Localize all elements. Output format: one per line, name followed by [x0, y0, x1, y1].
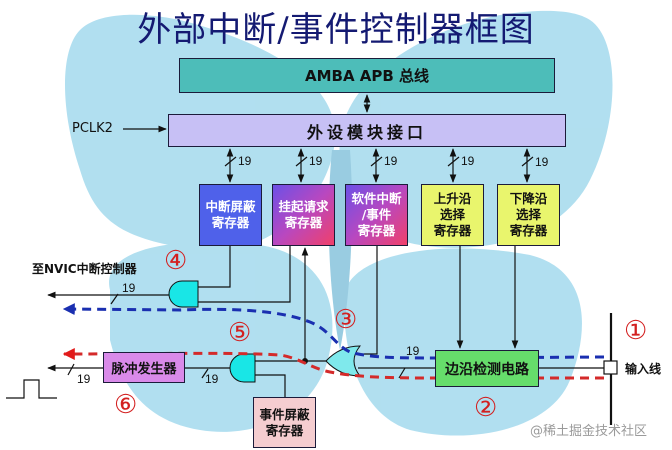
register-label: 寄存器	[357, 223, 396, 238]
interrupt-path	[62, 303, 605, 360]
marker-3: ③	[334, 305, 358, 335]
watermark: @稀土掘金技术社区	[530, 424, 648, 439]
register-label: 中断屏蔽	[205, 199, 256, 214]
marker-5: ⑤	[228, 318, 252, 348]
marker-6: ⑥	[114, 390, 138, 420]
and-gate-event	[229, 353, 256, 383]
register-label: 寄存器	[284, 215, 323, 230]
or-gate	[325, 345, 362, 377]
width-label: 19	[309, 154, 323, 168]
interrupt-mask-register: 中断屏蔽寄存器	[199, 184, 262, 246]
software-interrupt-event-register: 软件中断/事件寄存器	[345, 184, 408, 246]
register-label: 事件屏蔽	[259, 406, 310, 422]
width-label: 19	[122, 281, 136, 295]
register-label: /事件	[361, 207, 392, 222]
register-label: 寄存器	[433, 223, 472, 238]
register-label: 下降沿	[509, 191, 548, 206]
register-label: 寄存器	[509, 223, 548, 238]
register-label: 上升沿	[433, 191, 472, 206]
width-label: 19	[406, 344, 420, 358]
event-path	[62, 347, 604, 380]
width-label: 19	[77, 372, 91, 386]
amba-apb-bus: AMBA APB 总线	[179, 58, 555, 93]
diagram-title: 外部中断/事件控制器框图	[137, 10, 535, 50]
edge-detect-circuit: 边沿检测电路	[435, 350, 539, 387]
rising-edge-select-register: 上升沿选择寄存器	[421, 184, 484, 246]
pulse-generator: 脉冲发生器	[103, 352, 185, 383]
register-label: 寄存器	[211, 215, 250, 230]
pending-request-register: 挂起请求寄存器	[272, 184, 335, 246]
width-label: 19	[238, 154, 252, 168]
pclk-label: PCLK2	[72, 121, 113, 136]
nvic-label: 至NVIC中断控制器	[32, 262, 137, 276]
falling-edge-select-register: 下降沿选择寄存器	[497, 184, 560, 246]
and-gate-interrupt	[168, 280, 199, 308]
width-label: 19	[384, 154, 398, 168]
width-label: 19	[205, 372, 219, 386]
input-pin	[603, 360, 618, 375]
marker-2: ②	[474, 393, 498, 423]
register-label: 软件中断	[351, 191, 402, 206]
register-label: 寄存器	[265, 422, 304, 438]
register-bus-links	[224, 148, 534, 183]
register-label: 挂起请求	[278, 199, 329, 214]
input-line-label: 输入线	[625, 362, 662, 376]
register-label: 选择	[439, 207, 465, 222]
width-label: 19	[461, 154, 475, 168]
register-label: 选择	[515, 207, 541, 222]
event-mask-register: 事件屏蔽寄存器	[253, 397, 316, 448]
width-label: 19	[535, 155, 549, 169]
peripheral-interface: 外设模块接口	[168, 114, 566, 147]
marker-4: ④	[164, 246, 188, 276]
marker-1: ①	[624, 316, 648, 346]
